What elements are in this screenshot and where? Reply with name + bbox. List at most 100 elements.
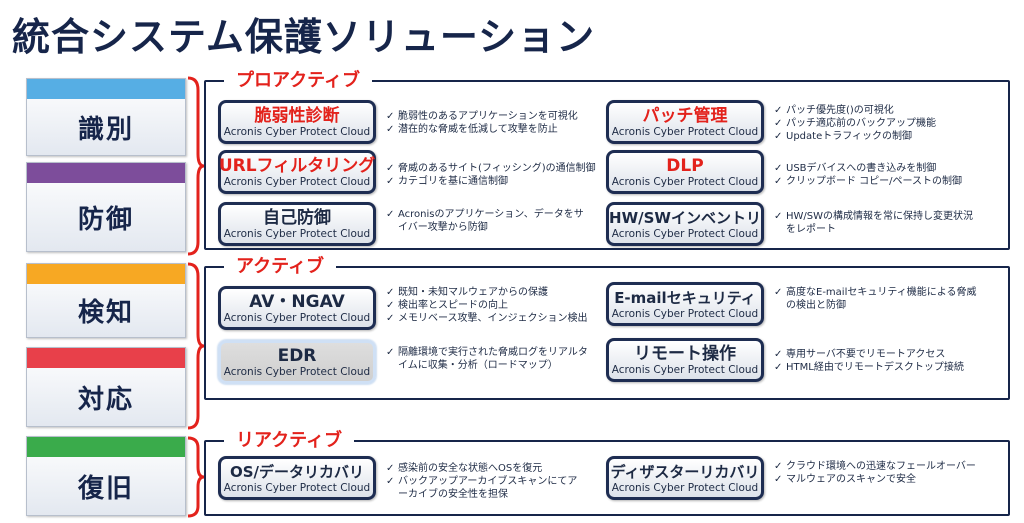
check-icon: ✓ [386, 313, 395, 324]
product-sub: Acronis Cyber Protect Cloud [223, 175, 371, 188]
product-disaster-recovery: ディザスターリカバリ Acronis Cyber Protect Cloud [606, 456, 764, 500]
check-icon: ✓ [386, 476, 395, 487]
feature-item: ✓パッチ優先度()の可視化 [774, 105, 894, 116]
brace-proactive [186, 76, 205, 256]
feature-item: ✓感染前の安全な状態へOSを復元 [386, 463, 543, 474]
phase-label: 復旧 [77, 473, 134, 504]
product-vulnerability-assessment: 脆弱性診断 Acronis Cyber Protect Cloud [218, 100, 376, 144]
product-email-security: E-mailセキュリティ Acronis Cyber Protect Cloud [606, 282, 764, 326]
feature-item: ✓USBデバイスへの書き込みを制御 [774, 163, 937, 174]
product-dlp: DLP Acronis Cyber Protect Cloud [606, 150, 764, 194]
product-self-defense: 自己防御 Acronis Cyber Protect Cloud [218, 202, 376, 246]
feature-list: ✓高度なE-mailセキュリティ機能による脅威の検出と防御 [774, 286, 980, 312]
phase-color-bar [27, 264, 185, 284]
product-patch-management: パッチ管理 Acronis Cyber Protect Cloud [606, 100, 764, 144]
product-sub: Acronis Cyber Protect Cloud [223, 311, 371, 324]
feature-item: ✓隔離環境で実行された脅威ログをリアルタイムに収集・分析（ロードマップ） [386, 347, 588, 371]
feature-list: ✓パッチ優先度()の可視化 ✓パッチ適応前のバックアップ機能 ✓Updateトラ… [774, 104, 994, 143]
brace-active [186, 262, 205, 430]
product-name: URLフィルタリング [218, 155, 376, 176]
phase-label: 防御 [77, 204, 134, 235]
check-icon: ✓ [774, 461, 783, 472]
product-sub: Acronis Cyber Protect Cloud [611, 481, 759, 494]
feature-list: ✓HW/SWの構成情報を常に保持し変更状況をレポート [774, 210, 980, 236]
phase-label: 対応 [77, 384, 134, 415]
feature-item: ✓脆弱性のあるアプリケーションを可視化 [386, 111, 578, 122]
check-icon: ✓ [386, 347, 395, 358]
feature-item: ✓専用サーバ不要でリモートアクセス [774, 349, 946, 360]
product-sub: Acronis Cyber Protect Cloud [611, 307, 759, 320]
product-sub: Acronis Cyber Protect Cloud [611, 227, 759, 240]
phase-color-bar [27, 348, 185, 368]
feature-item: ✓脅威のあるサイト(フィッシング)の通信制御 [386, 163, 596, 174]
brace-reactive [186, 436, 205, 518]
page-title: 統合システム保護ソリューション [12, 15, 596, 59]
check-icon: ✓ [774, 105, 783, 116]
product-name: E-mailセキュリティ [614, 288, 756, 307]
phase-color-bar [27, 79, 185, 99]
product-url-filtering: URLフィルタリング Acronis Cyber Protect Cloud [218, 150, 376, 194]
product-os-data-recovery: OS/データリカバリ Acronis Cyber Protect Cloud [218, 456, 376, 500]
phase-detect: 検知 [26, 263, 186, 338]
product-sub: Acronis Cyber Protect Cloud [223, 125, 371, 138]
product-remote-operation: リモート操作 Acronis Cyber Protect Cloud [606, 338, 764, 382]
phase-label: 識別 [77, 114, 134, 145]
product-sub: Acronis Cyber Protect Cloud [223, 481, 371, 494]
check-icon: ✓ [774, 349, 783, 360]
feature-item: ✓クラウド環境への迅速なフェールオーバー [774, 461, 976, 472]
product-name: DLP [666, 155, 704, 176]
feature-item: ✓Updateトラフィックの制御 [774, 131, 913, 142]
feature-item: ✓Acronisのアプリケーション、データをサイバー攻撃から防御 [386, 209, 584, 233]
section-proactive: プロアクティブ 脆弱性診断 Acronis Cyber Protect Clou… [204, 70, 1010, 250]
feature-item: ✓クリップボード コピー/ペーストの制御 [774, 176, 963, 187]
product-name: AV・NGAV [249, 291, 345, 312]
product-name: 自己防御 [263, 207, 331, 228]
product-sub: Acronis Cyber Protect Cloud [223, 227, 371, 240]
feature-item: ✓カテゴリを基に通信制御 [386, 176, 508, 187]
check-icon: ✓ [774, 211, 783, 222]
feature-item: ✓高度なE-mailセキュリティ機能による脅威の検出と防御 [774, 287, 977, 311]
check-icon: ✓ [386, 209, 395, 220]
product-name: EDR [277, 345, 317, 366]
phase-color-bar [27, 437, 185, 457]
product-edr: EDR Acronis Cyber Protect Cloud [218, 340, 376, 384]
feature-list: ✓隔離環境で実行された脅威ログをリアルタイムに収集・分析（ロードマップ） [386, 346, 592, 372]
section-reactive: リアクティブ OS/データリカバリ Acronis Cyber Protect … [204, 430, 1010, 516]
feature-item: ✓HTML経由でリモートデスクトップ接続 [774, 362, 964, 373]
phase-protect: 防御 [26, 162, 186, 252]
feature-item: ✓パッチ適応前のバックアップ機能 [774, 118, 936, 129]
product-sub: Acronis Cyber Protect Cloud [611, 363, 759, 376]
check-icon: ✓ [774, 474, 783, 485]
feature-list: ✓Acronisのアプリケーション、データをサイバー攻撃から防御 [386, 208, 586, 234]
feature-list: ✓USBデバイスへの書き込みを制御 ✓クリップボード コピー/ペーストの制御 [774, 162, 994, 188]
product-name: リモート操作 [634, 343, 736, 364]
product-sub: Acronis Cyber Protect Cloud [611, 175, 759, 188]
check-icon: ✓ [774, 176, 783, 187]
phase-respond: 対応 [26, 347, 186, 427]
product-name: 脆弱性診断 [254, 105, 340, 126]
check-icon: ✓ [774, 163, 783, 174]
feature-item: ✓マルウェアのスキャンで安全 [774, 474, 916, 485]
check-icon: ✓ [386, 300, 395, 311]
feature-list: ✓既知・未知マルウェアからの保護 ✓検出率とスピードの向上 ✓メモリベース攻撃、… [386, 286, 600, 325]
check-icon: ✓ [386, 111, 395, 122]
check-icon: ✓ [774, 362, 783, 373]
product-name: OS/データリカバリ [229, 462, 365, 481]
product-hw-sw-inventory: HW/SWインベントリ Acronis Cyber Protect Cloud [606, 202, 764, 246]
check-icon: ✓ [386, 287, 395, 298]
phase-label: 検知 [77, 298, 134, 328]
product-av-ngav: AV・NGAV Acronis Cyber Protect Cloud [218, 286, 376, 330]
feature-list: ✓脆弱性のあるアプリケーションを可視化 ✓潜在的な脅威を低減して攻撃を防止 [386, 110, 608, 136]
product-sub: Acronis Cyber Protect Cloud [611, 125, 759, 138]
check-icon: ✓ [386, 163, 395, 174]
feature-item: ✓既知・未知マルウェアからの保護 [386, 287, 548, 298]
feature-item: ✓メモリベース攻撃、インジェクション検出 [386, 313, 588, 324]
feature-item: ✓潜在的な脅威を低減して攻撃を防止 [386, 124, 558, 135]
check-icon: ✓ [386, 124, 395, 135]
phase-identify: 識別 [26, 78, 186, 156]
section-title: アクティブ [224, 256, 337, 278]
feature-item: ✓検出率とスピードの向上 [386, 300, 508, 311]
feature-list: ✓感染前の安全な状態へOSを復元 ✓バックアップアーカイブスキャンにてアーカイブ… [386, 462, 586, 501]
product-name: ディザスターリカバリ [610, 462, 760, 481]
section-active: アクティブ AV・NGAV Acronis Cyber Protect Clou… [204, 256, 1010, 400]
